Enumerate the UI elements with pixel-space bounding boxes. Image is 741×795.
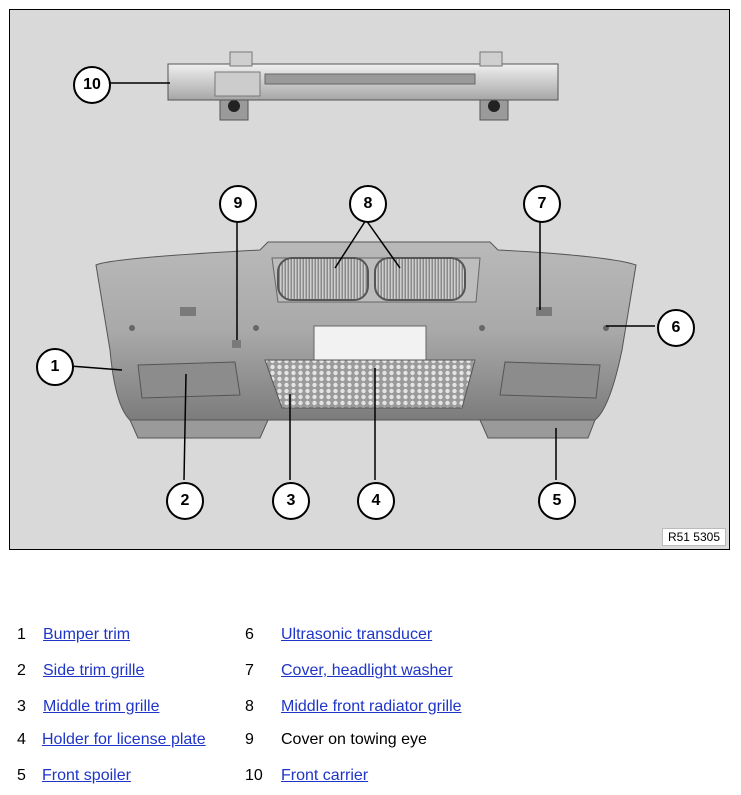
callout-3: 3: [272, 482, 310, 520]
legend-link-headlight-washer-cover[interactable]: Cover, headlight washer: [281, 662, 453, 679]
front-carrier-part: [167, 51, 559, 121]
legend-link-ultrasonic-transducer[interactable]: Ultrasonic transducer: [281, 626, 433, 643]
legend-number: 4: [17, 731, 26, 748]
callout-5: 5: [538, 482, 576, 520]
callout-8: 8: [349, 185, 387, 223]
legend-link-bumper-trim[interactable]: Bumper trim: [43, 626, 131, 643]
legend-number: 10: [245, 767, 263, 784]
legend-number: 7: [245, 662, 254, 679]
legend-number: 1: [17, 626, 26, 643]
bumper-trim-part: [95, 241, 637, 439]
legend-link-front-carrier[interactable]: Front carrier: [281, 767, 369, 784]
callout-4: 4: [357, 482, 395, 520]
leader-lines: [69, 82, 655, 481]
legend-text-towing-eye-cover: Cover on towing eye: [281, 731, 427, 748]
callout-10: 10: [73, 66, 111, 104]
legend-number: 8: [245, 698, 254, 715]
callout-6: 6: [657, 309, 695, 347]
figure-reference-code: R51 5305: [661, 528, 726, 546]
callout-9: 9: [219, 185, 257, 223]
legend-link-side-trim-grille[interactable]: Side trim grille: [43, 662, 145, 679]
bumper-illustration: [69, 51, 655, 481]
legend-link-radiator-grille[interactable]: Middle front radiator grille: [281, 698, 462, 715]
callout-1: 1: [36, 348, 74, 386]
legend-number: 3: [17, 698, 26, 715]
legend-link-middle-trim-grille[interactable]: Middle trim grille: [43, 698, 160, 715]
legend-link-license-plate-holder[interactable]: Holder for license plate: [42, 731, 206, 748]
legend-number: 2: [17, 662, 26, 679]
legend-number: 9: [245, 731, 254, 748]
callout-7: 7: [523, 185, 561, 223]
bumper-exploded-diagram: 10 1 9 8 7 6 2 3 4 5 R51 5305: [9, 9, 730, 550]
legend-number: 6: [245, 626, 254, 643]
legend-link-front-spoiler[interactable]: Front spoiler: [42, 767, 131, 784]
legend-number: 5: [17, 767, 26, 784]
callout-2: 2: [166, 482, 204, 520]
